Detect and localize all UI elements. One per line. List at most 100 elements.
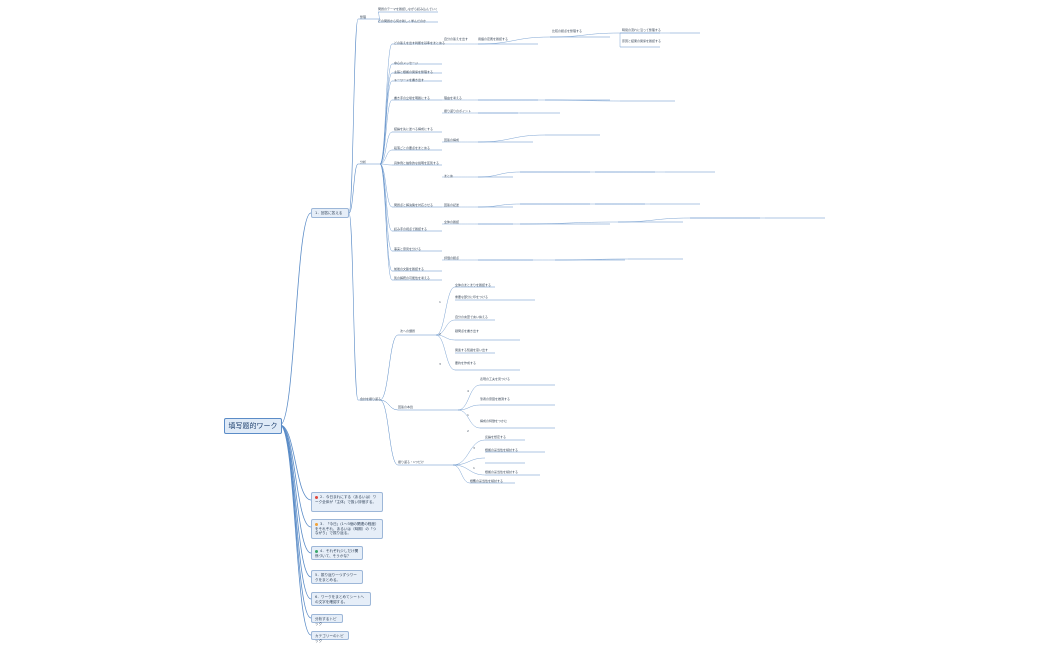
connector-line <box>379 163 393 281</box>
connector-line <box>279 424 312 600</box>
connector-line <box>279 424 312 578</box>
red-priority-icon <box>315 495 318 499</box>
topic-analyze[interactable]: 分析するトピック <box>311 614 343 626</box>
sub-branch-label: 理由を考える <box>444 96 462 100</box>
leaf-text: どの問題から何か新しく学んだのか <box>378 19 427 23</box>
topic-confirm[interactable]: 6．ワークをまとめてシートへの文字を確認する。 <box>311 592 371 606</box>
topic-answer[interactable]: 1．回答に答える <box>311 208 349 218</box>
leaf-text: 比較の観点を整理する <box>552 29 583 33</box>
connector-line <box>435 286 456 336</box>
connector-line <box>348 18 359 214</box>
step-number: 1 <box>473 466 475 470</box>
connector-line <box>379 163 393 252</box>
leaf-text: 主張と根拠の関係を整理する <box>394 70 434 74</box>
leaf-text: 読み手の視点で確認する <box>394 227 428 231</box>
topic-relation[interactable]: 4．それぞれ少しだけ関係づいて、そうかな？ <box>311 546 363 560</box>
leaf-text: 要約を作成する <box>455 361 477 365</box>
leaf-text: 筆者の意図を推測する <box>480 397 511 401</box>
leaf-text: 書き手の立場を明確にする <box>394 96 431 100</box>
leaf-text: 自分の言葉で言い換える <box>455 315 488 319</box>
connector-line <box>457 404 481 411</box>
step-number: 3 <box>473 446 475 450</box>
leaf-text: 別の解釈の可能性を考える <box>394 276 430 280</box>
leaf-text: 事実と意見を分ける <box>394 247 422 251</box>
connector-line <box>279 424 312 636</box>
topic-category[interactable]: カテゴリーのトピック <box>311 631 349 643</box>
connector-line <box>379 72 393 165</box>
leaf-text: 根拠の妥当性を検討する <box>470 479 504 483</box>
connector-line <box>379 99 393 165</box>
branch-label: 分析 <box>360 160 367 164</box>
leaf-text: 表現の工夫を見つける <box>480 377 511 381</box>
branch-label: 回答の本質 <box>398 405 414 409</box>
orange-priority-icon <box>315 522 318 526</box>
sub-branch-label: まとめ <box>444 174 454 178</box>
leaf-text: 結論を先に述べる構成にする <box>394 127 434 131</box>
connector-line <box>457 384 481 411</box>
sub-branch-label: 次への課題 <box>400 329 416 333</box>
connector-line <box>379 163 393 272</box>
leaf-text: 構成の特徴をつかむ <box>480 419 508 423</box>
connector-line <box>477 171 521 178</box>
leaf-text: 用語の定義を確認する <box>478 37 509 41</box>
leaf-text: 問題のテーマを確認しながら読み込んでいく <box>378 7 438 11</box>
leaf-text: 根拠の妥当性を検討する <box>485 448 519 452</box>
leaf-text: 問題点と解決策を対応させる <box>394 203 434 207</box>
branch-label: 整理 <box>360 15 367 19</box>
step-number: 4 <box>467 389 469 393</box>
connector-line <box>348 212 359 401</box>
connector-line <box>477 203 521 208</box>
leaf-text: 疑問点を書き出す <box>455 329 480 333</box>
topic-evaluate[interactable]: 2．今日まれにする（あるいは）ワーク全体が「主体」で扱い評価する。 <box>311 492 383 512</box>
connector-line <box>452 464 471 484</box>
connector-line <box>452 457 486 466</box>
leaf-text: キーワードを書き出す <box>394 78 425 82</box>
connector-line <box>457 409 481 429</box>
leaf-text: 反論を想定する <box>485 435 507 439</box>
connector-line <box>379 334 399 401</box>
connector-line <box>379 399 399 466</box>
connector-line <box>435 319 456 336</box>
sub-branch-label: 振り返りのポイント <box>444 109 472 113</box>
step-number: 1 <box>439 300 441 304</box>
leaf-text: 前後の文脈を確認する <box>394 267 425 271</box>
connector-line <box>379 163 393 208</box>
connector-line <box>435 334 456 341</box>
leaf-text: 根拠の妥当性を検討する <box>485 470 519 474</box>
connector-line <box>617 217 691 223</box>
connector-line <box>477 134 546 143</box>
connector-line <box>379 163 393 166</box>
sub-branch-label: 全体の確認 <box>444 220 460 224</box>
step-number: 1 <box>467 413 469 417</box>
step-number: 2 <box>439 332 441 336</box>
connector-line <box>379 149 393 165</box>
connector-line <box>549 32 621 38</box>
connector-line <box>348 163 359 214</box>
sub-branch-label: 回答の記述 <box>444 203 460 207</box>
connector-line <box>452 439 486 466</box>
green-priority-icon <box>315 549 318 553</box>
leaf-text: 関連する知識を思い出す <box>455 348 489 352</box>
leaf-text: 全体のまとまりを確認する <box>455 283 492 287</box>
sub-branch-label: 評価の観点 <box>444 256 460 260</box>
connector-line <box>379 399 399 411</box>
step-number: 3 <box>439 362 441 366</box>
leaf-text: 重要な部分に印をつける <box>455 295 489 299</box>
leaf-text: 中心のメッセージ <box>394 61 418 65</box>
sub-branch-label: 自分の答えを出す <box>444 37 469 41</box>
connector-line <box>377 11 381 20</box>
topic-summary[interactable]: 5．振り返り一つずつワークをまとめる。 <box>311 570 363 584</box>
topic-reflect[interactable]: 3．「今日」(1～3個の関連の程度）をそれぞれ、あるいは（時期）の「つながり」で… <box>311 519 383 539</box>
branch-label: 合計を振り返る <box>360 397 382 401</box>
central-topic[interactable]: 填写题的ワーク <box>224 418 282 434</box>
step-number: 2 <box>467 429 469 433</box>
leaf-text: どの答えを出す判断を基準をまとめる <box>394 41 446 45</box>
connector-line <box>279 424 312 619</box>
leaf-text: 原因と結果の関係を確認する <box>622 39 662 43</box>
leaf-text: 具体例と抽象的な説明を区別する <box>394 161 440 165</box>
sub-branch-label: 回答の構成 <box>444 138 460 142</box>
leaf-text: 段落ごとの要点をまとめる <box>394 146 430 150</box>
connector-line <box>519 221 619 225</box>
leaf-text: 時間の流れに沿って整理する <box>622 28 661 32</box>
